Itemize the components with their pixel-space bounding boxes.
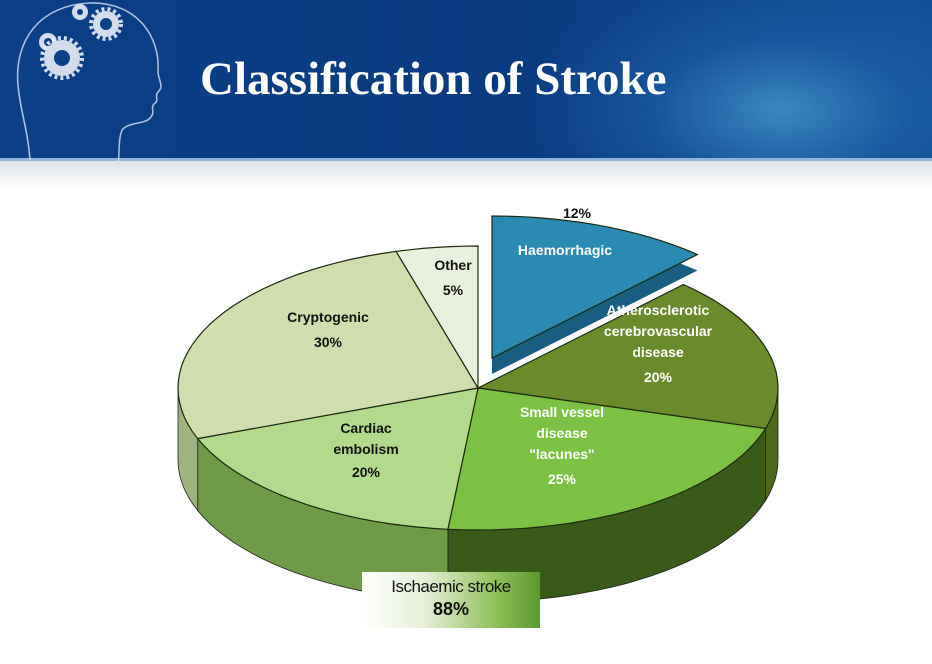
group-label: Ischaemic stroke	[391, 577, 511, 596]
slice-label-atherosclerotic: Atherosclerotic cerebrovascular disease	[603, 302, 713, 360]
slice-value-small-vessel: 25%	[547, 471, 577, 487]
slice-label-other: Other	[434, 257, 472, 273]
head-gears-icon	[16, 2, 162, 165]
pie-slice-other	[395, 245, 479, 391]
slice-value-cryptogenic: 30%	[313, 334, 343, 350]
slice-value-atherosclerotic: 20%	[643, 369, 673, 385]
ischaemic-group-legend: Ischaemic stroke 88%	[362, 572, 540, 628]
pie-slice-haemorrhagic	[491, 215, 699, 359]
pie-slice-cryptogenic	[177, 250, 479, 440]
slice-label-cardiac: Cardiac embolism	[333, 420, 399, 457]
slice-value-haemorrhagic: 12%	[562, 205, 592, 221]
pie-slice-atherosclerotic	[476, 283, 779, 430]
slice-label-cryptogenic: Cryptogenic	[287, 309, 369, 325]
slice-value-other: 5%	[442, 282, 464, 298]
pie-slice-small	[447, 387, 767, 531]
pie-slice-cardiac	[196, 387, 479, 530]
slice-label-haemorrhagic: Haemorrhagic	[517, 242, 613, 258]
group-value: 88%	[432, 599, 470, 619]
slice-value-cardiac: 20%	[351, 464, 381, 480]
slide-header	[0, 0, 932, 161]
slice-label-small-vessel: Small vessel disease "lacunes"	[519, 404, 605, 462]
slide-title: Classification of Stroke	[200, 53, 667, 105]
header-shadow-band	[0, 161, 932, 191]
